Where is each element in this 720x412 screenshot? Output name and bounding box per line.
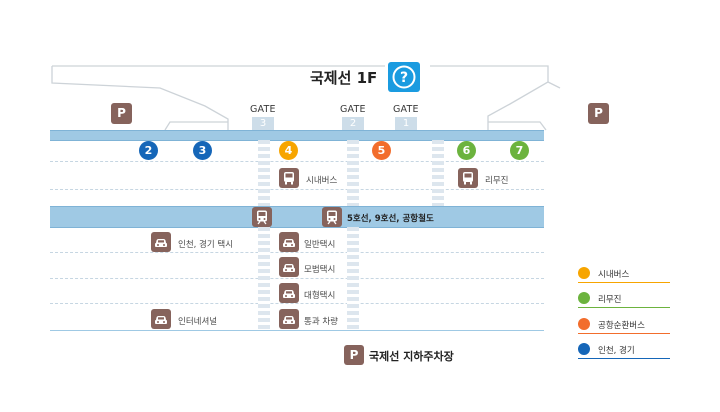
terminal-curb-band [50, 130, 544, 141]
bus-stop-4[interactable]: 4 [279, 141, 298, 160]
bus-stop-3[interactable]: 3 [193, 141, 212, 160]
incheon-taxi-label: 인천, 경기 택시 [178, 240, 234, 250]
rail-band [50, 206, 544, 228]
train-icon[interactable] [322, 207, 342, 227]
lane-divider [50, 278, 544, 279]
car-icon[interactable] [151, 309, 171, 329]
legend-city-bus-line [578, 282, 670, 283]
lane-divider [50, 252, 544, 253]
question-mark-icon[interactable]: ? [388, 62, 420, 92]
bus-stop-7[interactable]: 7 [510, 141, 529, 160]
city-bus-label: 시내버스 [306, 176, 338, 186]
lane-divider [50, 189, 544, 190]
gate-1-number[interactable]: 1 [395, 117, 417, 131]
parking-left-icon[interactable]: P [111, 103, 132, 124]
crosswalk-gate-3 [258, 227, 270, 329]
gate-1-label: GATE [393, 104, 419, 115]
underground-parking-icon[interactable]: P [344, 345, 364, 365]
bus-stop-6[interactable]: 6 [457, 141, 476, 160]
crosswalk-gate-1 [432, 140, 444, 206]
legend-incheon-line [578, 358, 670, 359]
parking-right-icon[interactable]: P [588, 103, 609, 124]
legend-limousine-dot [578, 292, 590, 304]
legend-incheon-dot [578, 343, 590, 355]
lane-divider [50, 161, 544, 162]
regular-taxi-label: 일반택시 [304, 240, 336, 250]
deluxe-taxi-label: 모범택시 [304, 265, 336, 275]
legend-city-bus-label: 시내버스 [598, 270, 630, 280]
legend-circular-bus-dot [578, 318, 590, 330]
taxi-icon[interactable] [151, 232, 171, 252]
terminal-building-outline [51, 65, 561, 131]
transit-vehicle-label: 통과 차량 [304, 317, 338, 327]
rail-label: 5호선, 9호선, 공항철도 [347, 214, 434, 224]
lane-divider [50, 303, 544, 304]
gate-3-label: GATE [250, 104, 276, 115]
taxi-icon[interactable] [279, 232, 299, 252]
bus-icon[interactable] [458, 168, 478, 188]
legend-limousine-line [578, 307, 670, 308]
gate-3-number[interactable]: 3 [252, 117, 274, 131]
car-icon[interactable] [279, 309, 299, 329]
legend-circular-bus-label: 공항순환버스 [598, 321, 645, 331]
legend-incheon-label: 인천, 경기 [598, 346, 635, 356]
bus-stop-5[interactable]: 5 [372, 141, 391, 160]
legend-limousine-label: 리무진 [598, 295, 622, 305]
crosswalk-gate-3 [258, 140, 270, 206]
crosswalk-gate-2 [347, 140, 359, 206]
large-taxi-label: 대형택시 [304, 291, 336, 301]
page-title: 국제선 1F [310, 69, 378, 87]
taxi-icon[interactable] [279, 257, 299, 277]
gate-2-number[interactable]: 2 [342, 117, 364, 131]
crosswalk-gate-2 [347, 227, 359, 329]
bus-stop-2[interactable]: 2 [139, 141, 158, 160]
taxi-icon[interactable] [279, 283, 299, 303]
bus-icon[interactable] [279, 168, 299, 188]
train-icon[interactable] [252, 207, 272, 227]
legend-circular-bus-line [578, 333, 670, 334]
underground-parking-label: 국제선 지하주차장 [369, 350, 454, 363]
bottom-boundary [50, 330, 544, 331]
international-label: 인터네셔널 [178, 317, 218, 327]
legend-city-bus-dot [578, 267, 590, 279]
gate-2-label: GATE [340, 104, 366, 115]
limousine-label: 리무진 [485, 176, 509, 186]
svg-text:?: ? [400, 70, 408, 86]
